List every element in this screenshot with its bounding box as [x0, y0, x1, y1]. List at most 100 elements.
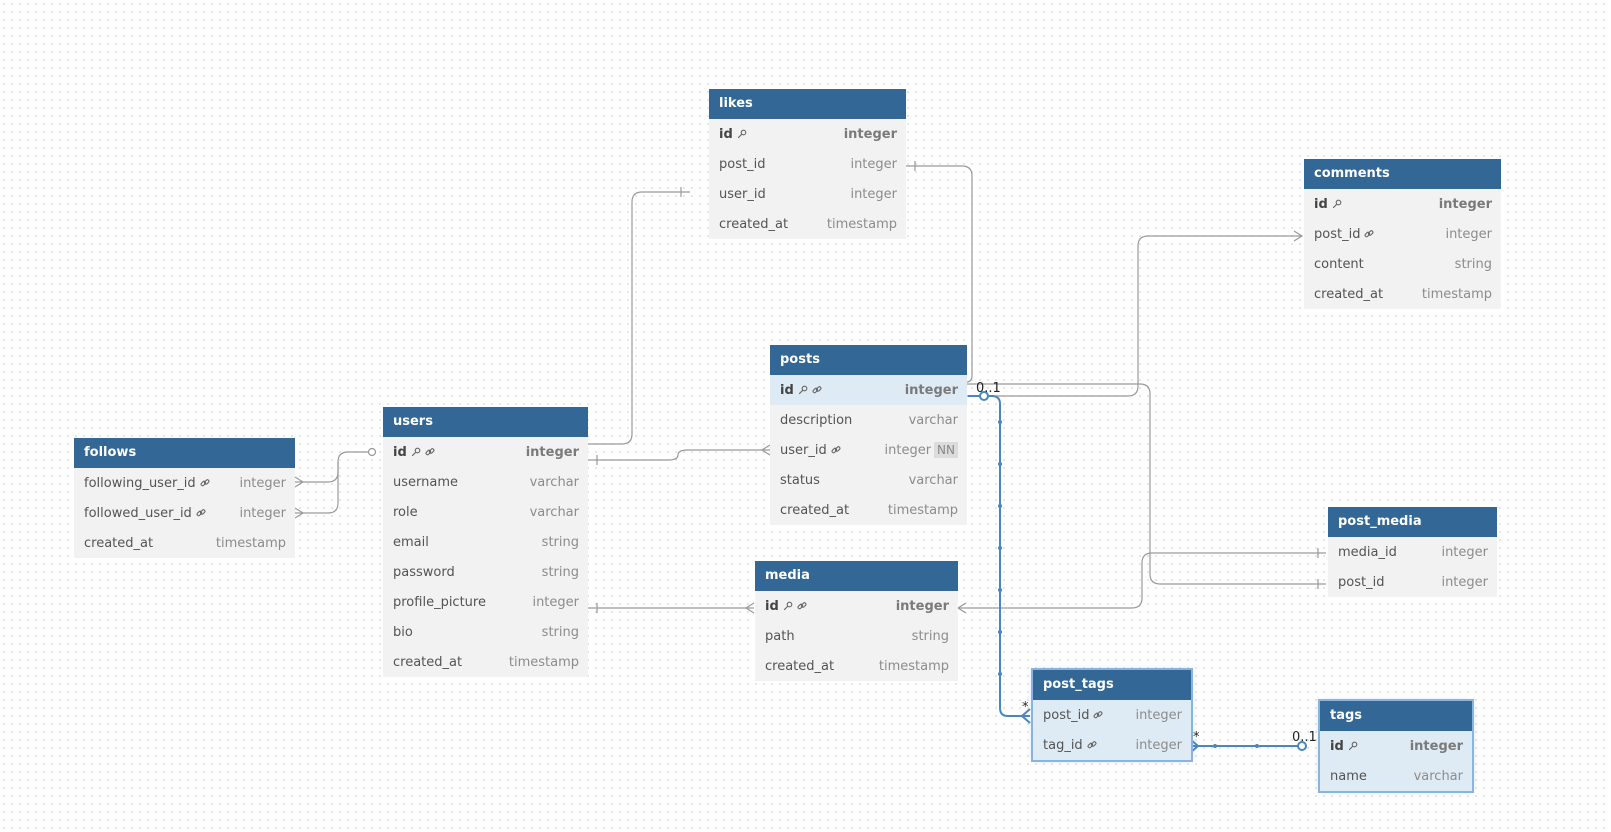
field-name: tag_id [1043, 737, 1083, 753]
field-row[interactable]: id integer [383, 437, 588, 467]
field-name: user_id [780, 442, 827, 458]
table-title[interactable]: media [755, 561, 958, 591]
field-row[interactable]: content string [1304, 249, 1501, 279]
field-name: status [780, 472, 820, 488]
link-icon [797, 602, 807, 610]
field-type: string [541, 564, 579, 580]
field-row[interactable]: tag_id integer [1033, 730, 1191, 760]
field-name: role [393, 504, 418, 520]
link-comments-post-posts [950, 235, 1302, 397]
field-type: integer [884, 442, 932, 458]
field-name: email [393, 534, 429, 550]
field-type: string [1454, 256, 1492, 272]
table-title[interactable]: post_tags [1033, 670, 1191, 700]
label-posttags-many-right: * [1193, 730, 1200, 745]
field-type: integer [1135, 737, 1182, 753]
field-name: created_at [84, 535, 154, 551]
field-name: id [1330, 738, 1344, 754]
link-icon [1087, 741, 1097, 749]
link-icon [425, 448, 435, 456]
field-name: followed_user_id [84, 505, 192, 521]
link-users-posts [580, 449, 770, 461]
field-type: timestamp [1421, 286, 1492, 302]
link-postmedia-media [958, 552, 1326, 609]
field-name: post_id [719, 156, 766, 172]
field-type: varchar [908, 412, 958, 428]
field-name: id [765, 598, 779, 614]
field-name: id [780, 382, 794, 398]
field-type: integer [1438, 196, 1492, 212]
field-type: timestamp [878, 658, 949, 674]
field-name: created_at [719, 216, 789, 232]
field-name: post_id [1338, 574, 1385, 590]
field-row[interactable]: post_id integer [1328, 567, 1497, 597]
field-type: integer [843, 126, 897, 142]
field-type: integer [525, 444, 579, 460]
field-name: created_at [765, 658, 835, 674]
field-type: integer [1441, 574, 1488, 590]
not-null-badge: NN [934, 442, 958, 458]
table-title[interactable]: post_media [1328, 507, 1497, 537]
field-name: id [393, 444, 407, 460]
link-follows-following [295, 451, 368, 483]
table-title[interactable]: users [383, 407, 588, 437]
field-row[interactable]: name varchar [1320, 761, 1472, 791]
link-follows-followed [295, 462, 339, 514]
field-name: content [1314, 256, 1364, 272]
table-title[interactable]: posts [770, 345, 967, 375]
link-icon [196, 509, 206, 517]
key-icon [411, 447, 421, 457]
link-icon [1093, 711, 1103, 719]
field-row[interactable]: created_at timestamp [755, 651, 958, 681]
table-title[interactable]: comments [1304, 159, 1501, 189]
field-name: media_id [1338, 544, 1397, 560]
field-type: varchar [1413, 768, 1463, 784]
field-name: name [1330, 768, 1367, 784]
table-follows[interactable]: follows following_user_id integer followed_… [74, 438, 295, 558]
key-icon [798, 385, 808, 395]
label-posttags-many-left: * [1022, 700, 1029, 715]
table-title[interactable]: likes [709, 89, 906, 119]
table-title[interactable]: tags [1320, 701, 1472, 731]
field-name: following_user_id [84, 475, 196, 491]
field-row[interactable]: following_user_id integer [74, 468, 295, 498]
table-title[interactable]: follows [74, 438, 295, 468]
field-name: path [765, 628, 795, 644]
field-type: integer [239, 475, 286, 491]
